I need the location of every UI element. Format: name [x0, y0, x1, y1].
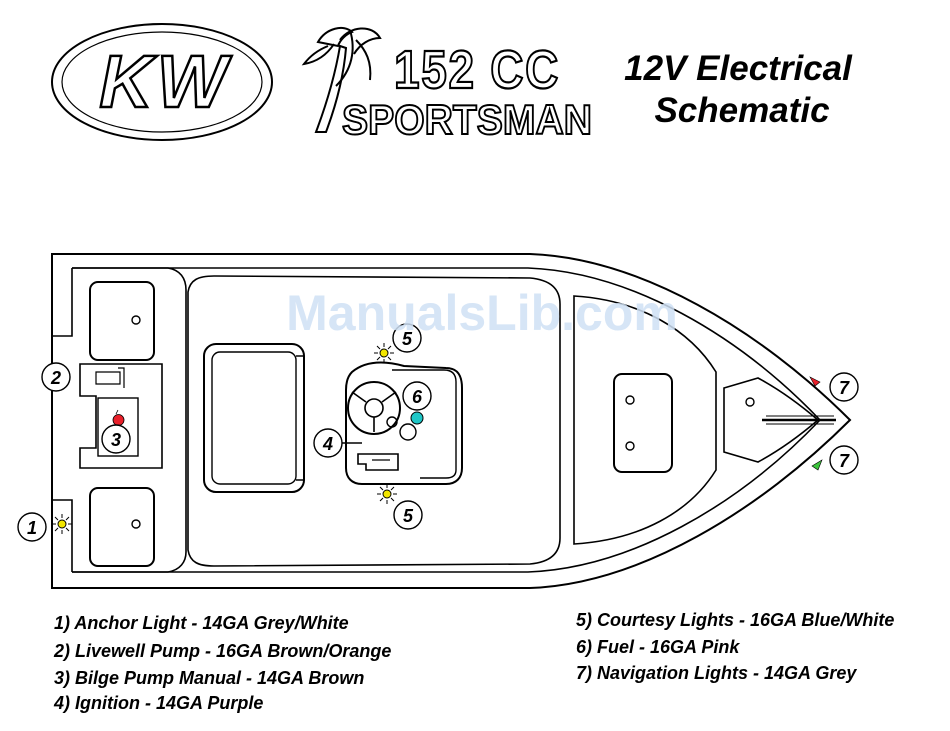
anchor-light-icon	[52, 514, 72, 534]
watermark: ManualsLib.com	[286, 285, 678, 341]
svg-text:5: 5	[403, 506, 414, 526]
legend-item-5: 5) Courtesy Lights - 16GA Blue/White	[576, 610, 894, 630]
hatch-latch-icon	[626, 442, 634, 450]
legend: 1) Anchor Light - 14GA Grey/White 2) Liv…	[53, 610, 894, 713]
callout-nav-lights-bottom: 7	[830, 446, 858, 474]
seat-cushion	[212, 352, 296, 484]
kw-logo: KW	[52, 24, 272, 140]
bilge-pump-indicator-icon	[113, 410, 124, 426]
fuel-indicator-icon	[411, 412, 423, 424]
console-outline	[346, 363, 462, 484]
transom-left-lower	[52, 500, 72, 572]
hatch-latch-icon	[746, 398, 754, 406]
front-hatch	[614, 374, 672, 472]
callout-anchor-light: 1	[18, 513, 46, 541]
throttle-icon	[358, 454, 398, 470]
model-number: 152 CC	[394, 40, 560, 100]
svg-text:2: 2	[50, 368, 61, 388]
model-logo: 152 CC SPORTSMAN	[342, 40, 592, 143]
callout-fuel: 6	[403, 382, 431, 410]
legend-item-6: 6) Fuel - 16GA Pink	[576, 637, 740, 657]
livewell-pump-icon	[96, 368, 124, 388]
courtesy-light-top-icon	[374, 343, 394, 363]
callout-courtesy-lights-bottom: 5	[394, 501, 422, 529]
hatch-latch-icon	[132, 316, 140, 324]
seat	[204, 344, 304, 492]
model-name: SPORTSMAN	[342, 96, 592, 143]
callout-bilge-pump: 3	[102, 425, 130, 453]
legend-item-7: 7) Navigation Lights - 14GA Grey	[576, 663, 857, 683]
hatch-latch-icon	[132, 520, 140, 528]
svg-text:7: 7	[839, 378, 850, 398]
svg-text:3: 3	[111, 430, 121, 450]
legend-item-1: 1) Anchor Light - 14GA Grey/White	[54, 613, 349, 633]
page-title-line2: Schematic	[654, 91, 829, 130]
courtesy-light-bottom-icon	[377, 484, 397, 504]
transom-left	[52, 268, 72, 336]
svg-text:7: 7	[839, 451, 850, 471]
legend-item-4: 4) Ignition - 14GA Purple	[53, 693, 263, 713]
rear-hatch-top	[90, 282, 154, 360]
svg-text:1: 1	[27, 518, 37, 538]
svg-text:6: 6	[412, 387, 423, 407]
kw-logo-text: KW	[99, 40, 232, 123]
starboard-nav-light-icon	[812, 460, 822, 470]
svg-text:4: 4	[322, 434, 333, 454]
callout-livewell-pump: 2	[42, 363, 70, 391]
rear-hatch-bottom	[90, 488, 154, 566]
gauge-icon	[400, 424, 416, 440]
hatch-latch-icon	[626, 396, 634, 404]
legend-item-2: 2) Livewell Pump - 16GA Brown/Orange	[53, 641, 391, 661]
steering-wheel-hub	[365, 399, 383, 417]
legend-item-3: 3) Bilge Pump Manual - 14GA Brown	[54, 668, 364, 688]
callout-ignition: 4	[314, 429, 342, 457]
callout-nav-lights-top: 7	[830, 373, 858, 401]
page-title-line1: 12V Electrical	[624, 49, 853, 88]
seat-back	[296, 356, 304, 480]
